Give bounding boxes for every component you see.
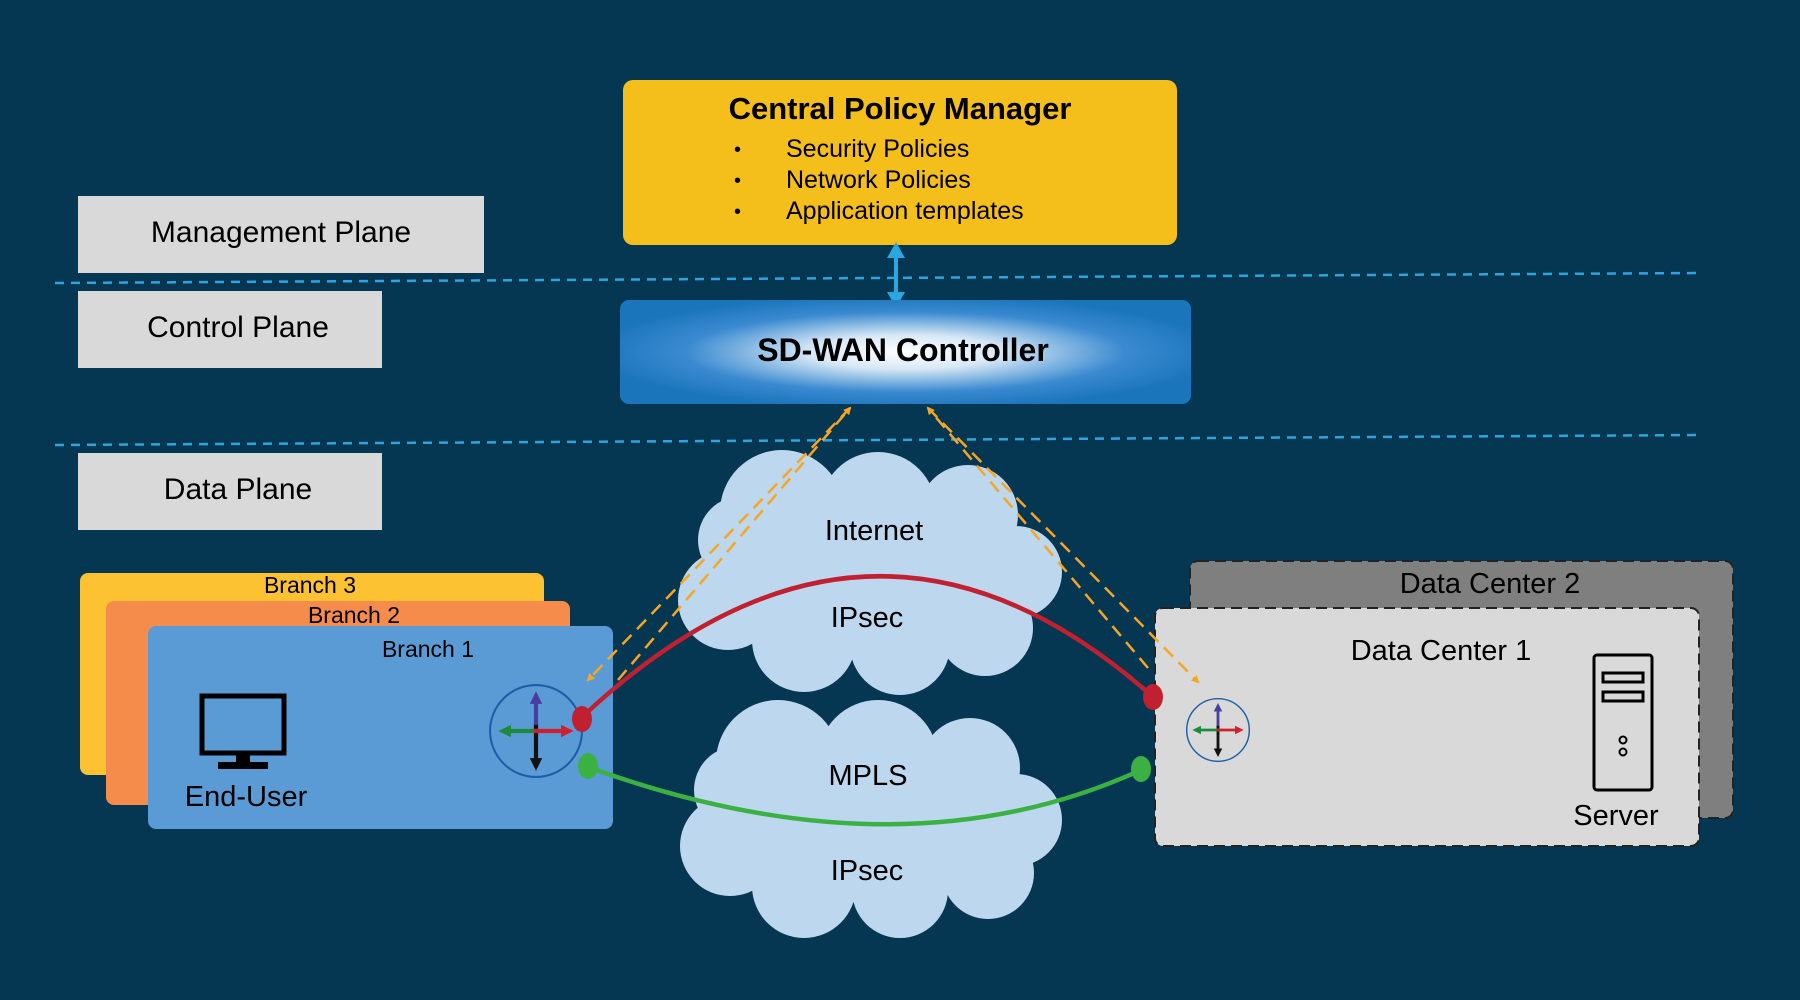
dc-to-controller-connection xyxy=(926,406,1149,669)
branch-to-controller-connection xyxy=(617,406,852,681)
branch-3-label: Branch 3 xyxy=(264,572,356,598)
branch-router-icon xyxy=(490,685,582,777)
branch-2-label: Branch 2 xyxy=(308,602,400,628)
mpls-ipsec-tunnel xyxy=(587,764,1142,827)
server-label: Server xyxy=(1573,800,1659,832)
policy-bullet-1: • xyxy=(734,139,741,161)
end-user-label: End-User xyxy=(185,781,308,813)
policy-item-network: Network Policies xyxy=(786,166,971,194)
policy-controller-link xyxy=(887,242,905,308)
server-icon xyxy=(1592,653,1654,792)
mpls-cloud-icon xyxy=(680,700,1062,938)
branch-1-card: Branch 1 xyxy=(148,626,613,829)
policy-manager-title: Central Policy Manager xyxy=(729,91,1072,126)
management-plane-label: Management Plane xyxy=(78,196,484,273)
internet-ipsec-tunnel xyxy=(578,574,1155,721)
policy-item-application: Application templates xyxy=(786,197,1024,225)
mpls-tunnel-branch-end xyxy=(578,753,598,779)
management-plane-text: Management Plane xyxy=(151,216,411,249)
internet-ipsec-label: IPsec xyxy=(831,602,904,634)
central-policy-manager: Central Policy Manager • Security Polici… xyxy=(623,80,1177,245)
policy-bullet-3: • xyxy=(734,201,741,223)
datacenter-router-icon xyxy=(1186,698,1250,762)
policy-bullet-2: • xyxy=(734,170,741,192)
data-center-2-label: Data Center 2 xyxy=(1400,568,1581,600)
control-plane-text: Control Plane xyxy=(147,311,329,344)
internet-label: Internet xyxy=(825,515,923,547)
controller-to-dc-connection xyxy=(927,407,1200,684)
management-control-divider xyxy=(54,271,1701,285)
control-plane-label: Control Plane xyxy=(78,291,382,368)
mpls-tunnel-dc-end xyxy=(1131,756,1151,782)
mpls-ipsec-label: IPsec xyxy=(831,855,904,887)
internet-tunnel-dc-end xyxy=(1143,684,1163,710)
monitor-icon xyxy=(199,693,287,769)
data-plane-text: Data Plane xyxy=(164,473,312,506)
policy-item-security: Security Policies xyxy=(786,135,969,163)
data-center-1-label: Data Center 1 xyxy=(1351,635,1532,667)
internet-tunnel-branch-end xyxy=(572,706,592,732)
data-plane-label: Data Plane xyxy=(78,453,382,530)
sdwan-controller: SD-WAN Controller xyxy=(620,300,1191,404)
control-data-divider xyxy=(54,433,1701,447)
mpls-label: MPLS xyxy=(829,760,908,792)
controller-title: SD-WAN Controller xyxy=(757,332,1049,368)
data-center-1-card: Data Center 1 xyxy=(1154,607,1700,847)
branch-1-label: Branch 1 xyxy=(382,636,474,662)
